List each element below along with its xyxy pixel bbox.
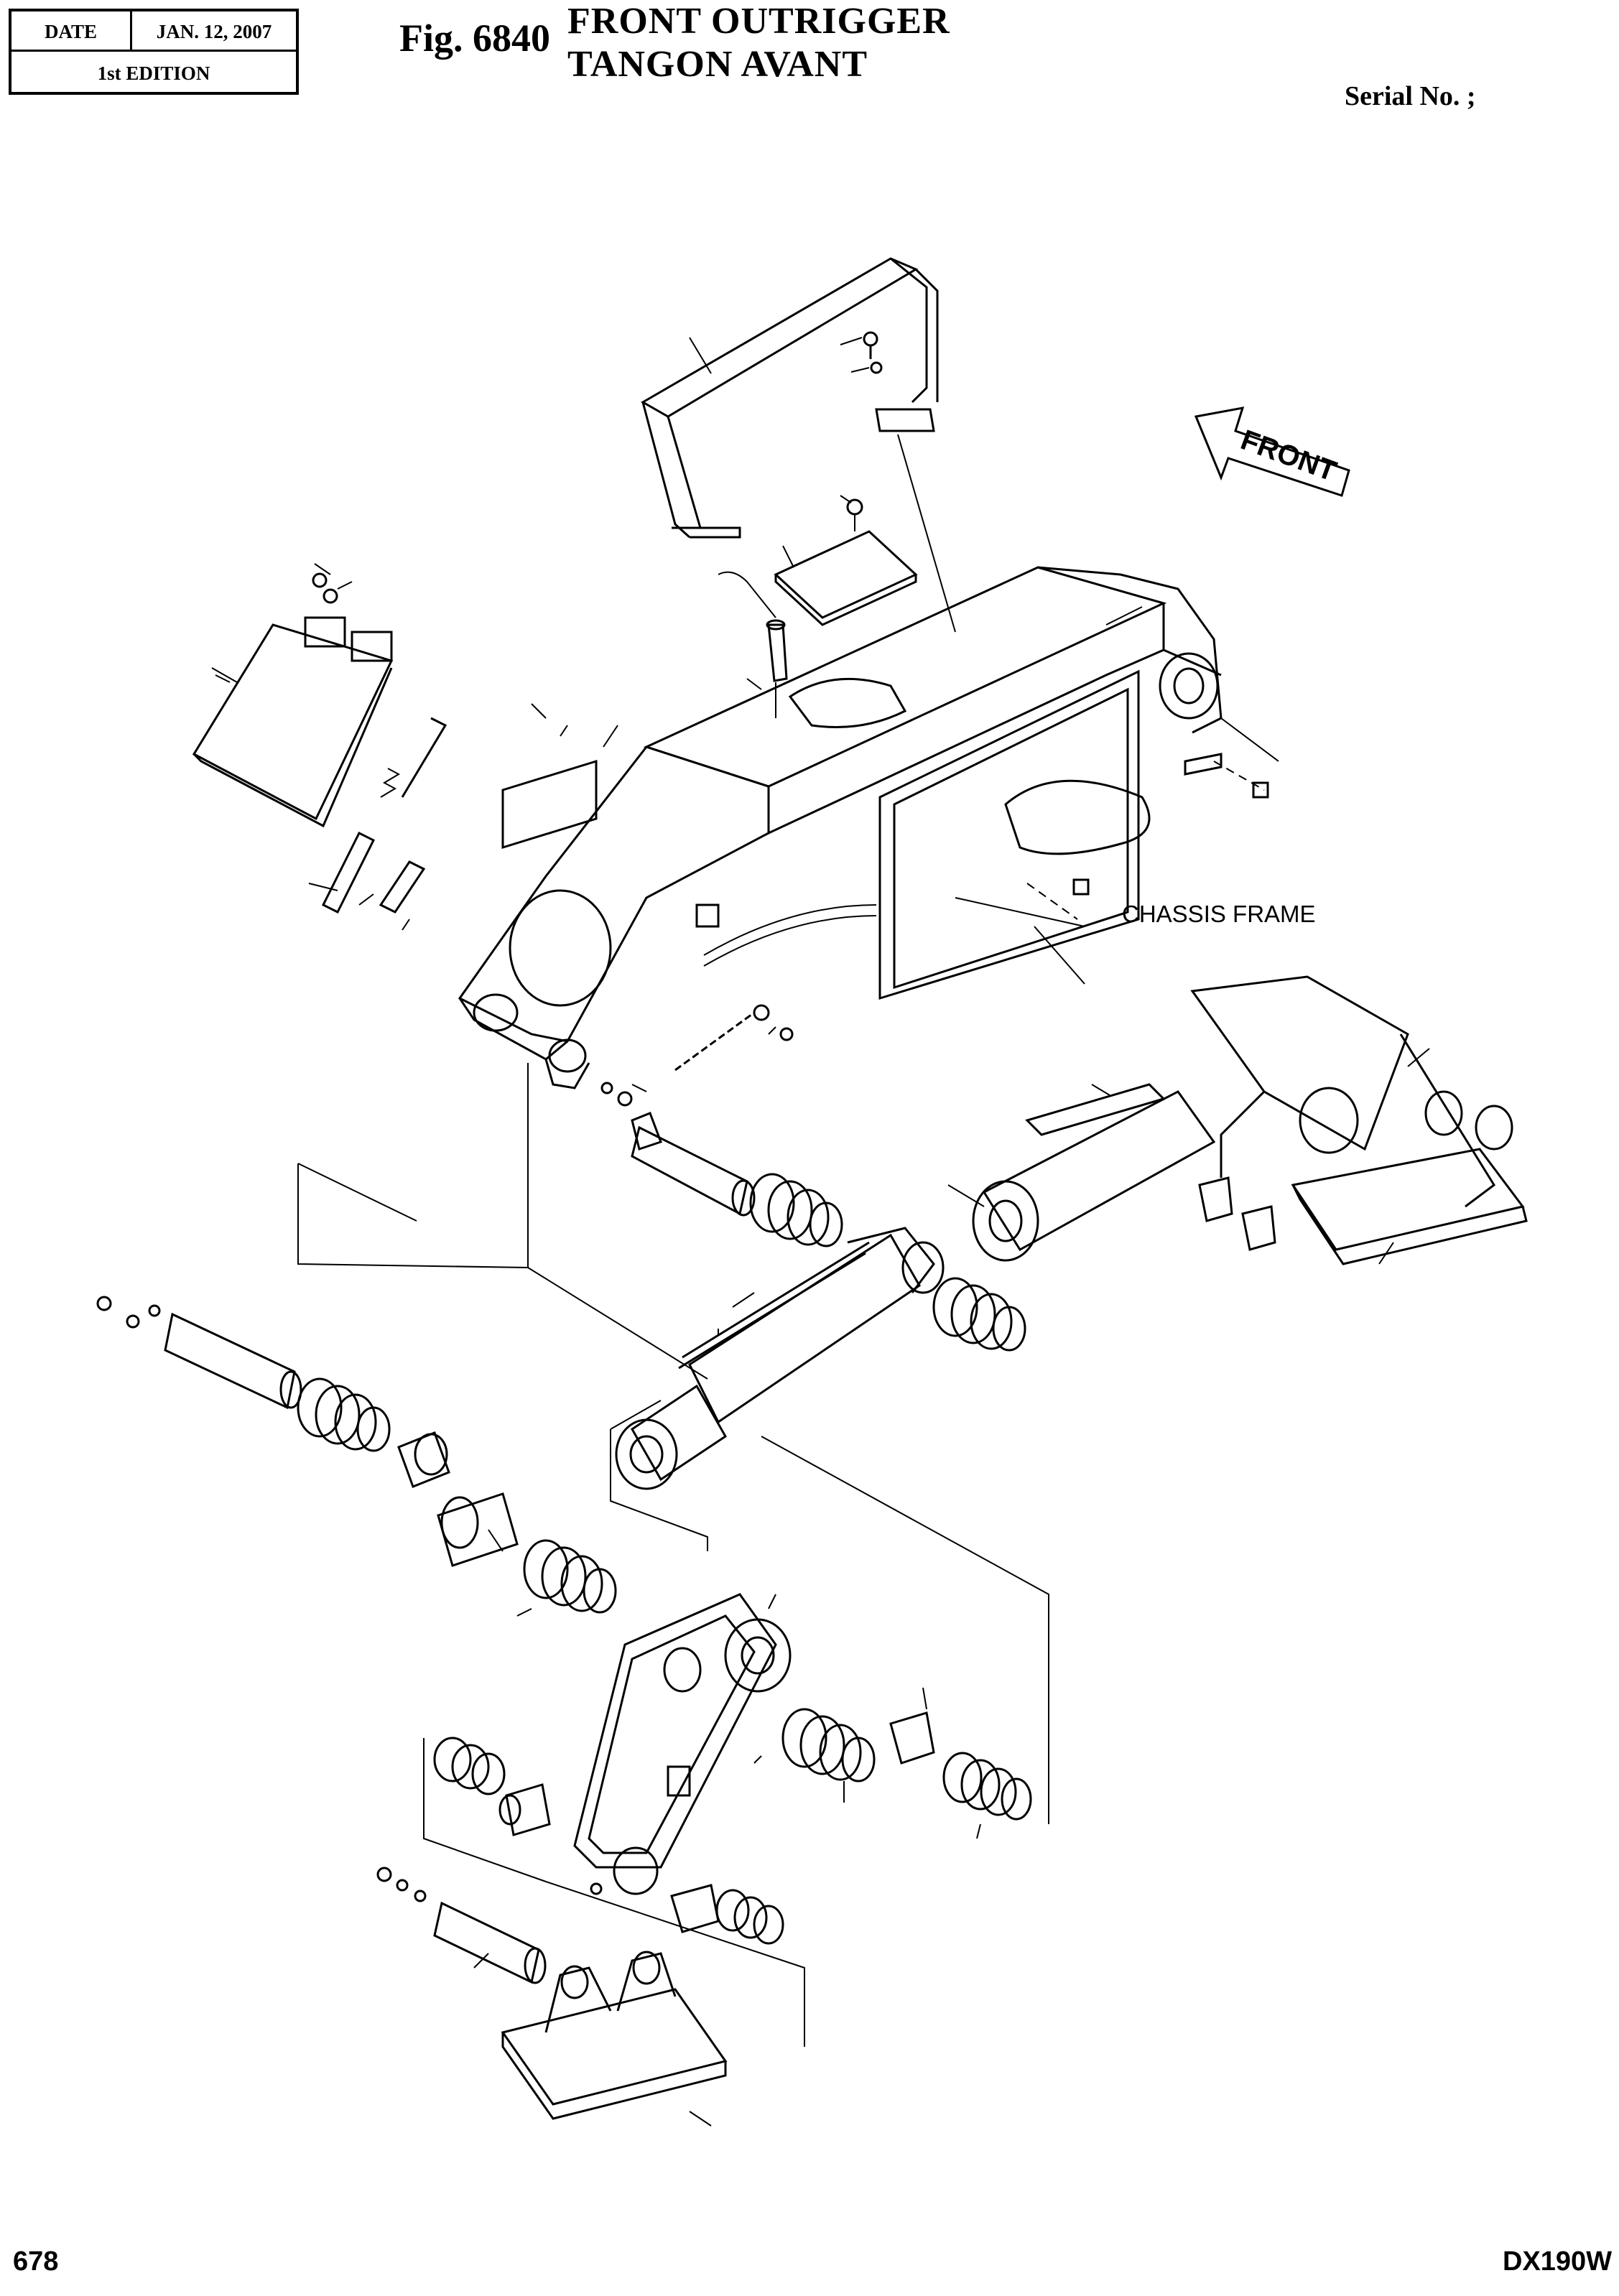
chassis-frame bbox=[643, 566, 1279, 1000]
date-label: DATE bbox=[11, 11, 132, 50]
cover-plate bbox=[774, 495, 918, 626]
front-direction-arrow: FRONT bbox=[1194, 406, 1350, 497]
figure-number: Fig. 6840 bbox=[399, 17, 550, 60]
model-number: DX190W bbox=[1503, 2246, 1613, 2277]
date-value: JAN. 12, 2007 bbox=[156, 21, 272, 42]
chain bbox=[674, 1004, 794, 1072]
date-row: DATE JAN. 12, 2007 bbox=[11, 11, 296, 52]
page-number: 678 bbox=[13, 2246, 59, 2277]
spring-parts bbox=[321, 717, 598, 914]
control-box bbox=[192, 572, 394, 828]
right-outrigger-assembly bbox=[947, 975, 1528, 1265]
middle-seal-rings bbox=[523, 1539, 617, 1614]
outrigger-mount-bracket bbox=[458, 745, 877, 1089]
left-pin bbox=[96, 1296, 302, 1410]
right-seal-rings bbox=[932, 1277, 1026, 1352]
serial-number-label: Serial No. ; bbox=[1345, 81, 1476, 111]
lower-left-parts bbox=[433, 1737, 784, 1945]
handrail-bolts bbox=[840, 331, 956, 633]
main-hydraulic-cylinder bbox=[615, 1227, 945, 1490]
left-seal-rings bbox=[297, 1377, 391, 1452]
lower-pin bbox=[376, 1867, 547, 1984]
lock-pin bbox=[718, 571, 788, 718]
stabilizer-pad bbox=[501, 1951, 728, 2120]
title-french: TANGON AVANT bbox=[567, 44, 868, 85]
lower-right-parts bbox=[781, 1708, 1032, 1821]
upper-pin bbox=[600, 1082, 756, 1217]
exploded-view-brackets bbox=[297, 1063, 1049, 2047]
chassis-frame-label: CHASSIS FRAME bbox=[1122, 901, 1316, 927]
title-english: FRONT OUTRIGGER bbox=[567, 1, 950, 42]
upper-seal-rings bbox=[749, 1173, 843, 1247]
handrail-part bbox=[640, 257, 939, 539]
outrigger-arm bbox=[573, 1593, 792, 1895]
edition-label: 1st EDITION bbox=[97, 62, 210, 84]
callout-leader-lines bbox=[215, 563, 1430, 2127]
edition-info-box: DATE JAN. 12, 2007 1st EDITION bbox=[9, 9, 299, 95]
bushings bbox=[397, 1431, 519, 1567]
